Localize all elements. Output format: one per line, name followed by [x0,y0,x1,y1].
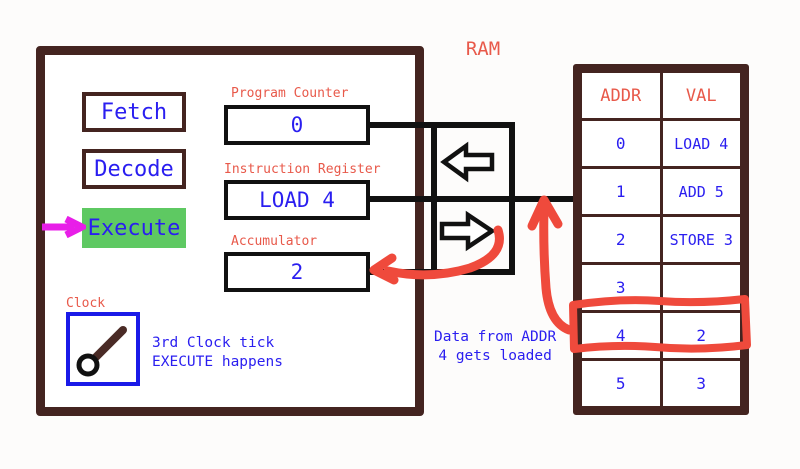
stage-label-decode: Decode [94,156,174,182]
arrow-right-magenta-icon [42,216,86,238]
ram-column-header-addr: ADDR [579,70,663,121]
clock-note-line2: EXECUTE happens [152,354,283,370]
bus-note-line2: 4 gets loaded [438,348,552,364]
ram-cell-val[interactable]: STORE 3 [659,214,743,265]
register-value-instruction-register: LOAD 4 [259,188,335,212]
ram-row[interactable]: 3 [579,262,743,313]
register-label-instruction-register: Instruction Register [224,162,381,177]
arrow-left-icon [440,141,495,183]
bus-data-note: Data from ADDR 4 gets loaded [434,328,556,366]
stage-label-execute: Execute [87,215,181,241]
register-box-accumulator[interactable]: 2 [224,252,370,292]
clock-box [66,312,140,386]
ram-cell-val[interactable] [659,262,743,313]
ram-column-header-val: VAL [659,70,743,121]
arrow-right-icon [439,210,497,252]
stage-box-fetch[interactable]: Fetch [82,92,186,132]
bus-box-lower-outline [431,199,515,275]
bus-note-line1: Data from ADDR [434,329,557,345]
ram-cell-val[interactable]: LOAD 4 [659,118,743,169]
annotation-arrow-from-ram-head [527,195,563,231]
clock-note-line1: 3rd Clock tick [152,335,275,351]
register-box-instruction-register[interactable]: LOAD 4 [224,180,370,220]
ram-cell-addr[interactable]: 4 [579,310,663,361]
ram-cell-val[interactable]: 2 [659,310,743,361]
ram-cell-addr[interactable]: 1 [579,166,663,217]
register-value-accumulator: 2 [290,260,304,284]
clock-hand-icon [76,326,127,377]
stage-box-execute[interactable]: Execute [82,208,186,248]
clock-note: 3rd Clock tick EXECUTE happens [152,334,283,372]
ram-title-text: RAM [465,38,501,60]
register-label-program-counter: Program Counter [231,86,349,101]
ram-cell-val[interactable]: 3 [659,358,743,409]
ram-cell-addr[interactable]: 5 [579,358,663,409]
annotation-arrow-from-ram-shaft [539,201,574,335]
clock-label: Clock [66,296,106,311]
stage-label-fetch: Fetch [100,99,168,125]
ram-cell-addr[interactable]: 2 [579,214,663,265]
stage-box-decode[interactable]: Decode [82,149,186,189]
register-box-program-counter[interactable]: 0 [224,105,370,145]
register-label-accumulator: Accumulator [231,234,318,249]
ram-cell-addr[interactable]: 3 [579,262,663,313]
ram-cell-val[interactable]: ADD 5 [659,166,743,217]
register-value-program-counter: 0 [290,113,304,137]
ram-cell-addr[interactable]: 0 [579,118,663,169]
